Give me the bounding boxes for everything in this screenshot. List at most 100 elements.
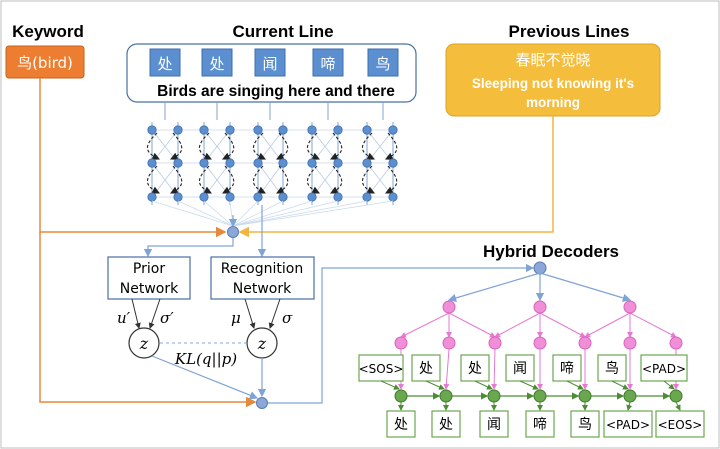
encoder-dashed-arrow: [252, 165, 266, 194]
hybrid-green-node: [439, 389, 453, 403]
hybrid-green-node: [487, 389, 501, 403]
keyword-box: [5, 45, 85, 79]
decoder-output-token: <PAD>: [606, 418, 650, 432]
encoder-output-line: [232, 200, 394, 227]
hybrid-pink-node: [623, 300, 637, 314]
encoder-node: [173, 158, 183, 168]
encoder-node: [147, 192, 157, 202]
decoder-output-token: 处: [394, 417, 408, 433]
hybrid-pink-branch: [584, 312, 631, 338]
encoder-output-line: [151, 200, 234, 227]
decoder-input-token: 啼: [560, 361, 574, 377]
encoder-dashed-arrow: [222, 165, 235, 194]
hybrid-pink-node: [533, 336, 547, 350]
decoder-output-token-box: [386, 410, 416, 438]
encoder-output-line: [177, 200, 234, 227]
encoder-node: [307, 158, 317, 168]
encoder-node: [278, 125, 288, 135]
hybrid-pink-node: [488, 336, 502, 350]
hybrid-decoders-title: Hybrid Decoders: [483, 242, 619, 261]
encoder-dashed-arrow: [385, 132, 398, 160]
current-line-char-box: [254, 48, 286, 77]
current-line-char: 处: [157, 55, 172, 73]
decoder-input-token: 鸟: [605, 361, 619, 377]
encoder-dashed-arrow: [385, 165, 398, 194]
hybrid-pink-node: [578, 336, 592, 350]
previous-lines-english-2: morning: [526, 95, 580, 110]
encoder-output-line: [203, 200, 234, 227]
encoder-dashed-arrow: [170, 165, 183, 194]
previous-to-context-line: [238, 116, 554, 238]
hybrid-root-branch: [447, 272, 541, 302]
decoder-output-token: <EOS>: [658, 418, 703, 432]
encoder-output-line: [232, 200, 368, 227]
decoder-input-token-box: [505, 354, 535, 382]
encoder-output-line: [232, 200, 339, 227]
decoder-input-token-box: [640, 354, 688, 382]
decoder-input-arrow: [474, 380, 493, 390]
recognition-sigma-label: σ: [282, 309, 293, 327]
decoder-output-token-box: [479, 410, 509, 438]
encoder-node: [147, 125, 157, 135]
hybrid-green-node: [533, 389, 547, 403]
hybrid-root-branch: [539, 272, 632, 302]
hybrid-pink-branch: [629, 312, 677, 338]
recognition-z-label: z: [257, 334, 267, 353]
current-line-char-box: [149, 48, 181, 77]
decoder-input-token: <PAD>: [642, 362, 686, 376]
encoder-dashed-arrow: [198, 132, 212, 160]
encoder-dashed-arrow: [361, 132, 375, 160]
encoder-dashed-arrow: [198, 165, 212, 194]
hybrid-pink-branch: [539, 312, 586, 338]
previous-lines-title: Previous Lines: [509, 22, 630, 41]
encoder-node: [173, 125, 183, 135]
recognition-network-label-2: Network: [233, 281, 292, 297]
merge-to-hybrid-line: [268, 263, 535, 404]
decoder-output-token: 闻: [487, 417, 501, 433]
recognition-mu-label: μ: [231, 309, 241, 327]
encoder-dashed-arrow: [330, 132, 343, 160]
current-line-char-box: [312, 48, 344, 77]
encoder-node: [278, 192, 288, 202]
decoder-output-token: 鸟: [578, 417, 592, 433]
encoder-dashed-arrow: [146, 132, 160, 160]
decoder-output-token: 处: [439, 417, 453, 433]
decoder-input-token-box: [411, 354, 441, 382]
decoder-input-token-box: [460, 354, 490, 382]
encoder-output-line: [232, 200, 284, 227]
encoder-node: [199, 158, 209, 168]
prior-sigma-label: σ′: [160, 309, 174, 327]
prior-network-label-2: Network: [120, 281, 179, 297]
encoder-node: [362, 192, 372, 202]
encoder-node: [362, 125, 372, 135]
current-line-title: Current Line: [232, 22, 333, 41]
encoder-node: [307, 125, 317, 135]
decoder-input-token: 处: [419, 361, 433, 377]
decoder-input-arrow: [566, 380, 584, 390]
encoder-node: [307, 192, 317, 202]
hybrid-green-node: [623, 389, 637, 403]
prior-z-node: [128, 327, 160, 359]
hybrid-pink-to-green: [491, 348, 498, 390]
decoder-input-arrow: [380, 380, 400, 390]
encoder-dashed-arrow: [276, 165, 289, 194]
hybrid-pink-branch: [400, 312, 450, 338]
encoder-dashed-arrow: [222, 132, 235, 160]
hybrid-pink-node: [394, 336, 408, 350]
encoder-dashed-arrow: [306, 165, 320, 194]
prior-z-to-decoder-line: [151, 355, 259, 400]
hybrid-root-node: [533, 261, 547, 275]
context-merge-node: [227, 226, 239, 238]
encoder-node: [388, 192, 398, 202]
current-line-chars: 处处闻啼鸟: [149, 48, 399, 77]
encoder-dashed-arrow: [306, 132, 320, 160]
kl-divergence-label: KL(q||p): [174, 350, 237, 368]
prior-z-label: z: [139, 334, 149, 353]
encoder-dashed-arrow: [361, 165, 375, 194]
decoder-input-token-box: [358, 354, 404, 382]
hybrid-pink-node: [669, 336, 683, 350]
hybrid-green-node: [578, 389, 592, 403]
encoder-node: [199, 125, 209, 135]
encoder-node: [225, 192, 235, 202]
